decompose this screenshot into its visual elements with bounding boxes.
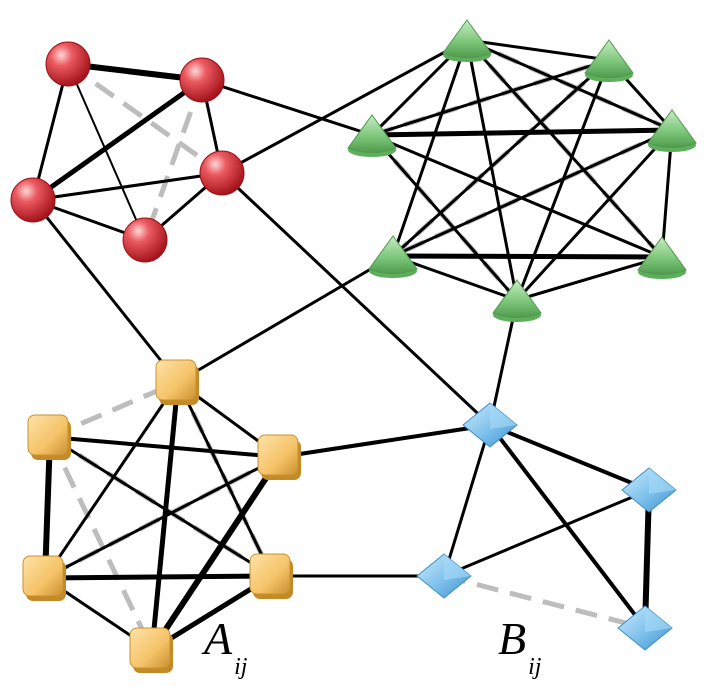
orange-cube-node	[155, 359, 199, 405]
edge-r2-g4	[200, 78, 374, 137]
edge-g5-g7	[515, 255, 664, 302]
edge-g3-g6	[391, 128, 674, 258]
green-cone-node	[347, 114, 397, 157]
dashed-edge-o2-o6	[47, 435, 155, 652]
dashed-edge-r1-r3	[66, 61, 224, 176]
edge-g6-g5	[390, 253, 665, 260]
edge-o1-o5	[176, 380, 274, 578]
edge-g3-g7	[515, 128, 674, 302]
edge-r3-b1	[220, 171, 492, 427]
matrix-label-b: Bij	[498, 612, 541, 680]
blue-octahedron-node	[416, 553, 472, 599]
edge-g1-g6	[391, 38, 469, 258]
edge-o3-o6	[149, 454, 283, 653]
matrix-a-subscript: ij	[234, 654, 248, 680]
edge-r4-o1	[31, 198, 180, 384]
edge-g6-g7	[391, 254, 519, 302]
red-sphere-node	[122, 217, 168, 263]
green-cone-node	[637, 236, 687, 279]
edge-o4-o5	[42, 573, 275, 581]
red-sphere-node	[45, 41, 91, 87]
green-cone-node	[647, 109, 697, 152]
edge-b1-b3	[442, 423, 492, 578]
orange-cube-node	[22, 555, 66, 601]
edge-b1-b2	[488, 423, 651, 492]
matrix-b-subscript: ij	[528, 654, 542, 680]
green-cone-node	[442, 19, 492, 62]
blue-octahedron-node	[462, 402, 518, 448]
edge-o3-b1	[278, 423, 492, 459]
red-sphere-node	[10, 177, 56, 223]
edge-g1-g3	[465, 38, 674, 132]
green-cone-node	[368, 235, 418, 278]
dashed-edge-r2-r5	[142, 79, 205, 241]
edge-b3-b2	[442, 488, 651, 578]
edge-g4-g3	[369, 127, 675, 138]
blue-octahedron-node	[621, 467, 677, 513]
nodes	[10, 19, 697, 673]
edge-b1-b4	[488, 423, 647, 630]
edge-o2-o3	[48, 435, 282, 459]
edge-g1-g7	[465, 38, 519, 302]
orange-cube-node	[129, 627, 173, 673]
edge-r1-r4	[31, 62, 70, 202]
orange-cube-node	[249, 553, 293, 599]
edge-r2-r4	[30, 77, 205, 203]
edge-b2-b4	[642, 487, 652, 631]
edge-g4-g5	[370, 133, 664, 259]
orange-cube-node	[257, 434, 301, 480]
edge-g1-g2	[465, 38, 611, 62]
edge-o2-o4	[42, 434, 53, 581]
edge-g1-g5	[465, 38, 664, 259]
blue-octahedron-node	[617, 605, 673, 651]
green-cone-node	[492, 279, 542, 322]
dashed-edge-b3-b4	[443, 573, 646, 631]
edge-r1-r5	[67, 63, 146, 241]
edge-r4-r3	[31, 171, 224, 202]
edge-o3-o4	[43, 455, 282, 580]
edge-g2-g6	[391, 58, 611, 258]
matrix-b-symbol: B	[498, 613, 527, 664]
matrix-label-a: Aij	[204, 612, 247, 680]
green-cone-node	[584, 39, 634, 82]
edge-o1-o4	[43, 380, 180, 580]
red-sphere-node	[199, 150, 245, 196]
edge-g6-o1	[176, 254, 395, 384]
red-sphere-node	[179, 57, 225, 103]
edge-o2-o5	[48, 435, 274, 578]
edge-g4-g7	[370, 133, 519, 302]
edge-r3-g1	[220, 38, 469, 175]
edge-g2-g4	[370, 58, 611, 137]
orange-cube-node	[27, 414, 71, 460]
solid-edges	[30, 38, 675, 653]
matrix-a-symbol: A	[204, 613, 233, 664]
